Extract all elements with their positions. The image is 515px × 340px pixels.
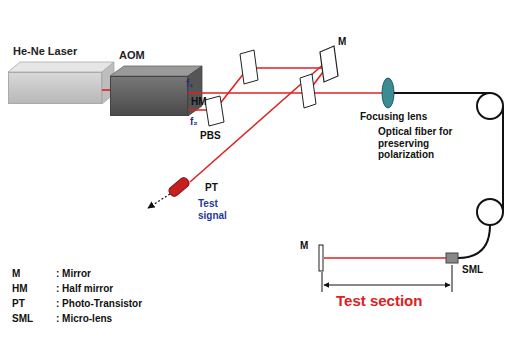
part-label: PBS (200, 130, 221, 142)
part-label: HM (191, 96, 207, 108)
key-text: : Mirror (56, 268, 91, 280)
part-label: PT (205, 182, 218, 194)
key-symbol: HM (12, 283, 28, 295)
key-symbol: M (12, 268, 20, 280)
laser-top (8, 62, 114, 72)
key-symbol: PT (12, 298, 25, 310)
mirror (320, 46, 338, 82)
part-label: Optical fiber for preserving polarizatio… (378, 126, 476, 161)
end-mirror (319, 245, 323, 271)
part-name: AOM (119, 49, 145, 61)
laser-beam (102, 89, 110, 91)
test-beam (324, 257, 446, 259)
part-label: Focusing lens (360, 111, 427, 123)
dimension-label: Test section (336, 292, 422, 309)
laser-box: He-Ne Laser (8, 72, 102, 104)
dimension-line (322, 265, 452, 292)
laser-beam (188, 62, 384, 182)
key-symbol: SML (12, 313, 33, 325)
photo-transistor (148, 176, 191, 208)
part-name: He-Ne Laser (13, 45, 77, 57)
part-label: M (300, 240, 308, 252)
aom-side (188, 66, 202, 116)
part-label: M (338, 36, 346, 48)
pbs-cube (205, 96, 224, 126)
aom-top (110, 66, 202, 76)
mirror (240, 50, 258, 84)
frequency-label: f₁ (186, 78, 193, 90)
frequency-label: f₂ (190, 116, 198, 128)
half-mirror (300, 74, 316, 108)
aom-box: AOM (110, 76, 188, 116)
key-text: : Half mirror (56, 283, 113, 295)
focusing-lens (382, 78, 394, 108)
key-text: : Micro-lens (56, 313, 112, 325)
part-label: SML (462, 264, 483, 276)
key-text: : Photo-Transistor (56, 298, 142, 310)
signal-label: Test signal (198, 198, 238, 221)
micro-lens (446, 253, 458, 263)
